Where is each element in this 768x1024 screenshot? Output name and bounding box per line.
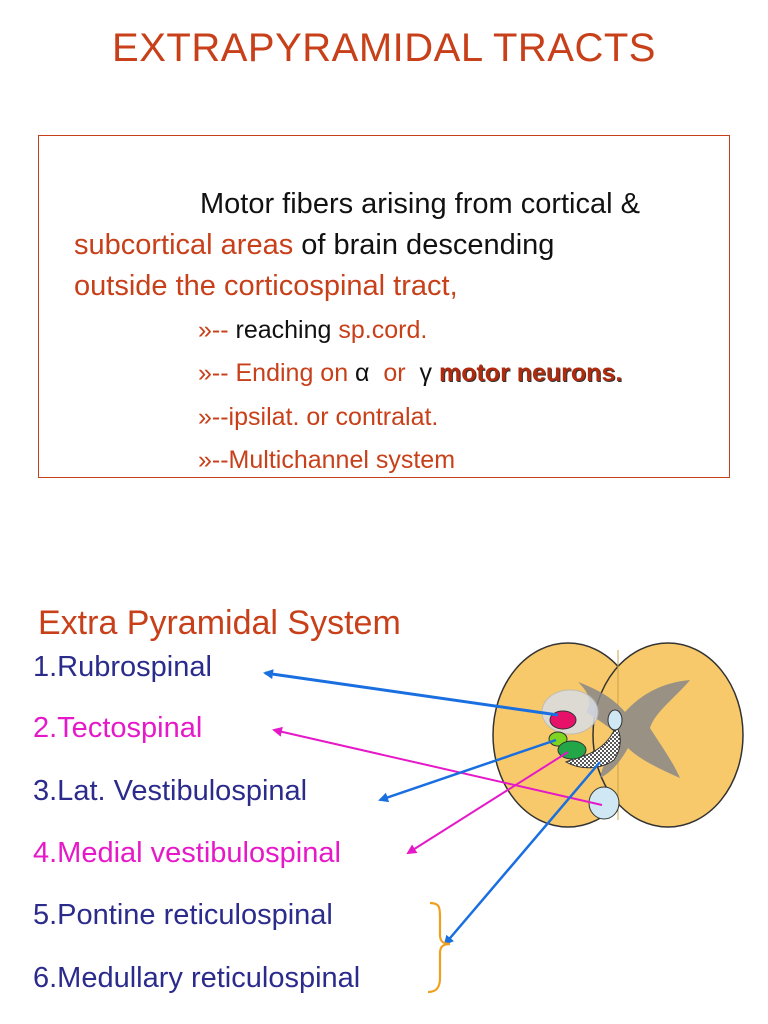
definition-line-2-rest: of brain descending <box>293 229 555 261</box>
cord-right-half <box>592 642 744 828</box>
small-anterior-spot <box>607 709 623 731</box>
arrow-rubrospinal <box>263 669 559 717</box>
reticulospinal-brace <box>427 901 451 994</box>
bullet-3-text: --ipsilat. or contralat. <box>211 403 439 431</box>
bullet-1-red: sp.cord. <box>338 316 428 344</box>
subcortical-areas-text: subcortical areas <box>74 229 294 261</box>
arrow-tectospinal <box>272 726 603 806</box>
tract-2-label: 2.Tectospinal <box>33 712 203 744</box>
bullet-2-or: or <box>369 359 420 387</box>
definition-line-1: Motor fibers arising from cortical & <box>200 188 640 220</box>
definition-line-2: subcortical areas of brain descending <box>74 225 734 266</box>
bullet-4-text: --Multichannel system <box>211 446 456 474</box>
bullet-2: »-- Ending on α or γ motor neurons. <box>198 359 622 388</box>
bullet-4: »--Multichannel system <box>198 446 455 475</box>
gamma-symbol: γ <box>419 359 433 387</box>
motor-neurons-text: motor neurons. <box>438 359 623 387</box>
bullet-marker: » <box>198 446 212 474</box>
lateral-vestibulospinal-spot <box>548 731 568 747</box>
system-title: Extra Pyramidal System <box>38 604 401 642</box>
grey-matter <box>578 680 690 778</box>
arrow-medial-vestibulospinal <box>406 751 569 855</box>
page-title: EXTRAPYRAMIDAL TRACTS <box>112 26 656 70</box>
tract-6-label: 6.Medullary reticulospinal <box>33 962 361 994</box>
bullet-3: »--ipsilat. or contralat. <box>198 403 438 432</box>
tract-4-label: 4.Medial vestibulospinal <box>33 837 341 869</box>
definition-box <box>38 135 730 478</box>
definition-text: Motor fibers arising from cortical & sub… <box>74 184 734 307</box>
definition-line-3: outside the corticospinal tract, <box>74 270 458 302</box>
alpha-symbol: α <box>355 359 370 387</box>
arrow-lateral-vestibulospinal <box>378 738 557 803</box>
bullet-1-dark: reaching <box>235 316 339 344</box>
bullet-marker: » <box>198 359 212 387</box>
bullet-1-prefix: -- <box>211 316 236 344</box>
bullet-marker: » <box>198 316 212 344</box>
bullet-2-prefix: -- Ending on <box>211 359 356 387</box>
tract-3-label: 3.Lat. Vestibulospinal <box>33 775 308 807</box>
bullet-1: »-- reaching sp.cord. <box>198 316 427 345</box>
tract-5-label: 5.Pontine reticulospinal <box>33 899 333 931</box>
bullet-marker: » <box>198 403 212 431</box>
arrow-reticulospinal <box>443 761 601 946</box>
tract-1-label: 1.Rubrospinal <box>33 651 212 683</box>
